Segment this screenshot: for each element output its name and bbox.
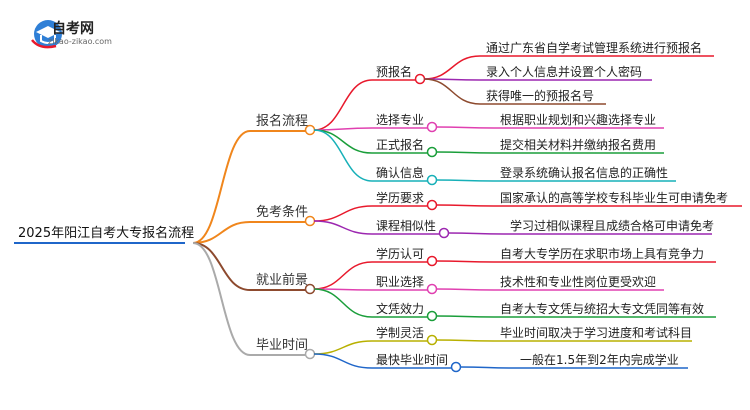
subtopic-node <box>414 73 426 85</box>
logo-url: zikao-zikao.com <box>48 37 112 46</box>
detail-label: 学习过相似课程且成绩合格可申请免考 <box>510 219 715 233</box>
subtopic-label: 预报名 <box>376 65 413 79</box>
subtopic-label: 学历认可 <box>376 247 425 261</box>
subtopic-label: 学历要求 <box>376 191 425 205</box>
detail-label: 技术性和专业性岗位更受欢迎 <box>500 275 657 289</box>
subtopic-label: 确认信息 <box>376 166 425 180</box>
branch-connector <box>192 242 251 291</box>
subtopic-connector <box>313 79 373 131</box>
branch-connector <box>192 242 251 356</box>
subtopic-node <box>426 146 438 158</box>
subtopic-connector <box>313 205 373 222</box>
branch-label: 免考条件 <box>256 205 309 220</box>
subtopic-connector <box>313 353 373 369</box>
subtopic-connector <box>313 288 373 318</box>
detail-label: 提交相关材料并缴纳报名费用 <box>500 138 657 152</box>
subtopic-node <box>426 334 438 346</box>
subtopic-node <box>426 310 438 322</box>
subtopic-node <box>426 199 438 211</box>
graduation-cap-icon <box>31 20 62 49</box>
subtopic-connector <box>313 340 373 355</box>
detail-label: 根据职业规划和兴趣选择专业 <box>500 113 657 127</box>
logo-title: 自考网 <box>52 21 94 37</box>
detail-label: 登录系统确认报名信息的正确性 <box>500 166 669 180</box>
detail-label: 自考大专文凭与统招大专文凭同等有效 <box>500 302 705 316</box>
detail-connector <box>447 232 505 235</box>
detail-label: 通过广东省自学考试管理系统进行预报名 <box>486 41 703 55</box>
detail-label: 录入个人信息并设置个人密码 <box>486 65 643 79</box>
detail-connector <box>459 366 515 369</box>
subtopic-node <box>438 227 450 239</box>
detail-connector <box>423 78 481 105</box>
subtopic-node <box>450 361 462 373</box>
detail-label: 一般在1.5年到2年内完成学业 <box>520 353 679 367</box>
subtopic-node <box>426 174 438 186</box>
subtopic-label: 选择专业 <box>376 113 425 127</box>
detail-connector <box>435 204 495 207</box>
subtopic-node <box>426 121 438 133</box>
detail-connector <box>435 339 495 342</box>
subtopic-connector <box>313 220 373 235</box>
subtopic-node <box>426 283 438 295</box>
detail-connector <box>435 151 495 154</box>
subtopic-connector <box>313 261 373 290</box>
subtopic-label: 文凭效力 <box>376 302 425 316</box>
subtopic-node <box>426 255 438 267</box>
detail-connector <box>435 288 495 291</box>
subtopic-label: 课程相似性 <box>376 219 437 233</box>
logo <box>30 16 140 52</box>
branch-label: 毕业时间 <box>256 338 309 353</box>
subtopic-label: 正式报名 <box>376 138 425 152</box>
detail-connector <box>435 260 495 263</box>
subtopic-label: 学制灵活 <box>376 326 425 340</box>
branch-connector <box>192 130 251 244</box>
detail-connector <box>423 55 481 80</box>
subtopic-connector <box>313 129 373 154</box>
detail-connector <box>435 126 495 129</box>
detail-connector <box>435 179 495 182</box>
subtopic-label: 职业选择 <box>376 275 425 289</box>
root-label: 2025年阳江自考大专报名流程 <box>18 226 195 241</box>
subtopic-label: 最快毕业时间 <box>376 353 449 367</box>
subtopic-connector <box>313 129 373 182</box>
detail-label: 获得唯一的预报名号 <box>486 89 595 103</box>
detail-label: 自考大专学历在求职市场上具有竞争力 <box>500 247 705 261</box>
branch-connector <box>192 221 251 244</box>
detail-label: 国家承认的高等学校专科毕业生可申请免考 <box>500 191 729 205</box>
detail-connector <box>435 315 495 318</box>
detail-label: 毕业时间取决于学习进度和考试科目 <box>500 326 693 340</box>
branch-label: 就业前景 <box>256 273 309 288</box>
branch-label: 报名流程 <box>256 114 309 129</box>
